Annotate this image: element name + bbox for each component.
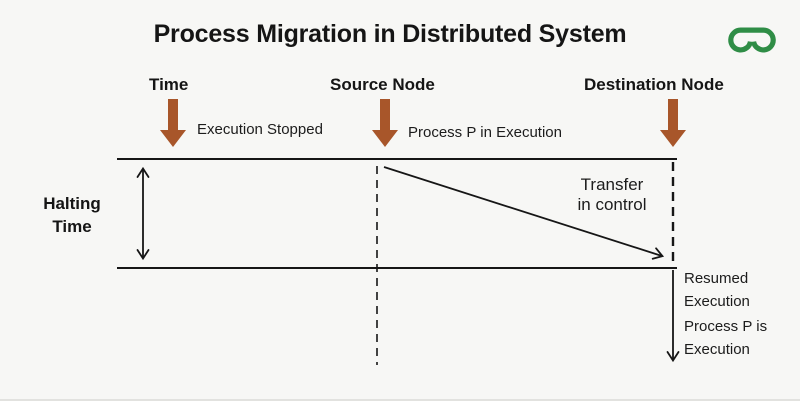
source-node-column-label: Source Node	[330, 75, 435, 94]
time-column-label: Time	[149, 75, 189, 94]
process-p-is-execution-label: Process P is Execution	[684, 318, 768, 359]
transfer-control-arrow	[383, 166, 665, 260]
halting-time-label: Halting Time	[43, 194, 101, 236]
destination-node-pointer-arrow-icon	[660, 99, 686, 147]
geeksforgeeks-logo-icon	[728, 27, 776, 53]
diagram-title: Process Migration in Distributed System	[153, 20, 627, 48]
process-in-execution-label: Process P in Execution	[408, 124, 562, 141]
time-pointer-arrow-icon	[160, 99, 186, 147]
transfer-in-control-label: Transfer in control	[577, 175, 647, 215]
source-node-pointer-arrow-icon	[372, 99, 398, 147]
destination-node-column-label: Destination Node	[584, 75, 724, 94]
resumed-execution-label: Resumed Execution	[684, 270, 750, 311]
execution-stopped-label: Execution Stopped	[197, 121, 323, 138]
